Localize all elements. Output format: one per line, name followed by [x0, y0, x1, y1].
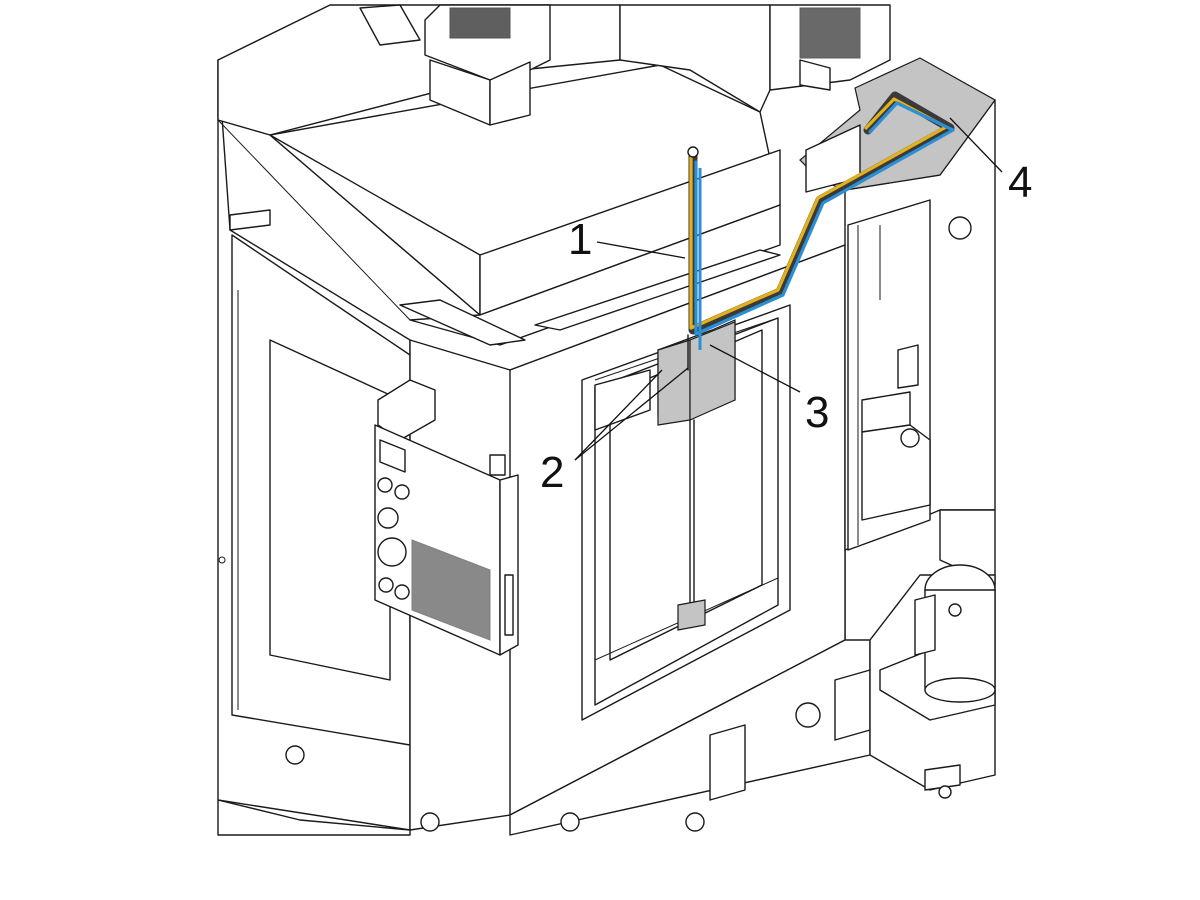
leader-3	[709, 344, 801, 393]
front-door-frame	[409, 244, 846, 831]
spindle-motor	[359, 4, 551, 126]
leader-1	[596, 241, 686, 259]
leader-2b	[574, 369, 663, 461]
callout-2: 2	[540, 448, 564, 497]
callout-1: 1	[568, 215, 592, 264]
control-pendant	[374, 379, 519, 656]
hose-yellow	[689, 97, 948, 330]
left-enclosure	[217, 59, 411, 831]
callout-3: 3	[805, 388, 829, 437]
callout-leaders	[574, 117, 1003, 461]
roof-housing	[217, 4, 781, 346]
column-structure	[619, 4, 891, 113]
hose-routing	[687, 91, 955, 350]
hose-fitting	[687, 146, 699, 158]
coolant-pump	[869, 564, 996, 799]
right-cabinet	[844, 99, 996, 586]
hose-blue	[694, 101, 955, 336]
leader-2	[574, 367, 689, 461]
hose-outline	[688, 91, 955, 335]
machine-base	[217, 639, 871, 836]
callout-4: 4	[1008, 158, 1032, 207]
vertical-rod	[677, 419, 706, 631]
leader-4	[949, 117, 1003, 173]
callout-labels: 1 2 3 4	[540, 158, 1032, 497]
